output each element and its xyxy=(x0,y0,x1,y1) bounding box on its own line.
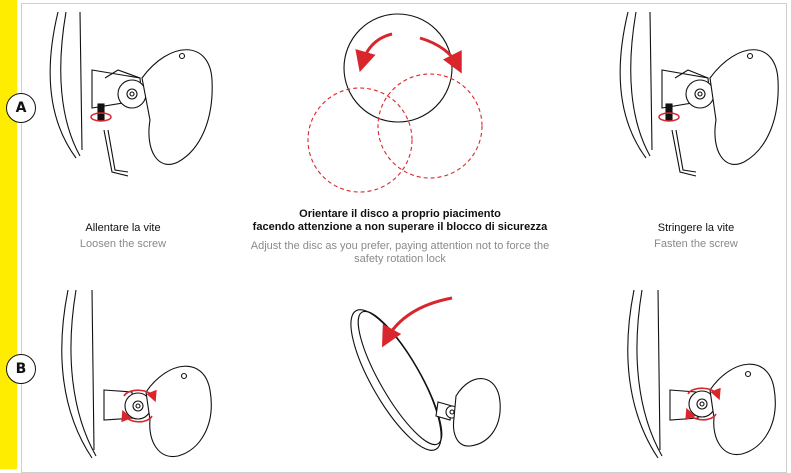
caption-right-en: Fasten the screw xyxy=(654,238,738,250)
fasten-screw-figure xyxy=(619,11,779,177)
disc-orientation-figure xyxy=(307,13,483,193)
caption-center-en-line1: Adjust the disc as you prefer, paying at… xyxy=(250,240,550,252)
caption-right-it: Stringere la vite xyxy=(657,222,735,234)
caption-center: Orientare il disco a proprio piacimento … xyxy=(212,208,588,266)
caption-left-it: Allentare la vite xyxy=(85,222,161,234)
caption-left: Allentare la vite Loosen the screw xyxy=(58,222,188,251)
loosen-screw-figure xyxy=(49,11,213,177)
bottom-left-figure xyxy=(61,289,212,459)
caption-center-en-line2: safety rotation lock xyxy=(354,253,446,265)
bottom-center-figure xyxy=(350,309,501,451)
step-a-badge: A xyxy=(6,93,36,123)
caption-left-en: Loosen the screw xyxy=(79,238,167,250)
caption-center-it-line1: Orientare il disco a proprio piacimento xyxy=(299,208,501,220)
caption-right: Stringere la vite Fasten the screw xyxy=(636,222,756,251)
step-b-badge: B xyxy=(6,354,36,384)
caption-center-it-line2: facendo attenzione a non superare il blo… xyxy=(252,221,548,233)
rotate-arrow-icon xyxy=(90,112,112,122)
bottom-right-figure xyxy=(627,289,776,459)
